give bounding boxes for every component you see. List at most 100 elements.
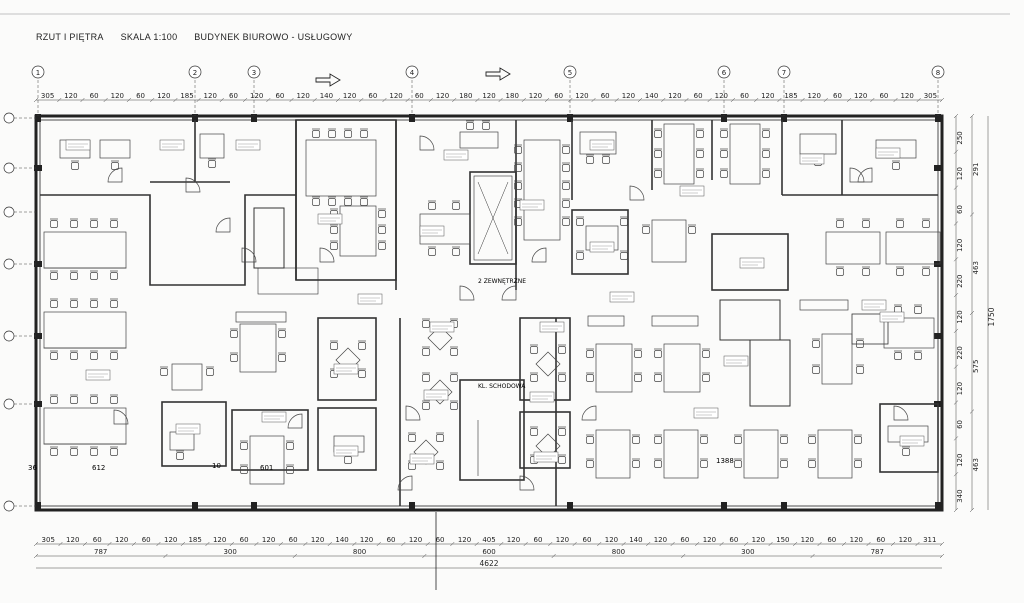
dim-label-612: 612 [92, 464, 105, 472]
label-staircase-outer: 2 ZEWNĘTRZNE [478, 278, 526, 285]
top-dim-value: 120 [761, 92, 774, 100]
column [192, 502, 198, 510]
desk [99, 139, 131, 159]
column [251, 502, 257, 510]
office-chair-icon [836, 266, 844, 276]
office-chair-icon [894, 350, 902, 360]
dim-tick [969, 310, 975, 316]
office-chair-icon [780, 434, 788, 444]
column [721, 502, 727, 510]
bottom-dim-1-value: 305 [42, 536, 55, 544]
office-chair-icon [696, 148, 704, 158]
room-tag [175, 423, 201, 435]
dim-tick [614, 97, 619, 103]
office-chair-icon [856, 338, 864, 348]
row-axis-bubble [3, 162, 36, 174]
dim-tick [890, 541, 896, 547]
grid-axis-label: 8 [936, 69, 940, 77]
bottom-dim-1-value: 60 [240, 536, 249, 544]
top-dim-value: 120 [389, 92, 402, 100]
top-dim-value: 140 [320, 92, 333, 100]
office-chair-icon [344, 196, 352, 206]
desk [249, 435, 285, 485]
bottom-dim-1-value: 60 [142, 536, 151, 544]
dim-tick [777, 97, 782, 103]
desk [43, 231, 127, 269]
top-dim-value: 120 [529, 92, 542, 100]
top-dim-value: 60 [740, 92, 749, 100]
office-chair-icon [450, 400, 458, 410]
dim-tick [292, 553, 298, 559]
dim-tick [126, 97, 132, 103]
dim-tick [180, 541, 186, 547]
office-chair-icon [620, 250, 628, 260]
desk [663, 343, 701, 393]
office-chair-icon [50, 270, 58, 280]
dim-tick [597, 541, 602, 547]
office-chair-icon [702, 372, 710, 382]
row-axis-bubble [3, 206, 36, 218]
dim-tick [33, 97, 39, 103]
column [935, 114, 941, 122]
office-chair-icon [862, 266, 870, 276]
meeting-table [427, 325, 453, 351]
room-tag [85, 369, 111, 381]
office-chair-icon [856, 364, 864, 374]
office-chair-icon [110, 446, 118, 456]
dim-tick [450, 541, 455, 547]
dim-tick [768, 541, 773, 547]
dim-tick [953, 472, 959, 477]
dim-tick [289, 97, 294, 103]
office-chair-icon [808, 458, 816, 468]
bottom-dim-1-value: 60 [876, 536, 885, 544]
right-dim-inner-value: 120 [956, 310, 964, 323]
office-chair-icon [514, 180, 522, 190]
right-dim-outer-value: 291 [972, 163, 980, 176]
desk [239, 323, 277, 373]
bottom-dim-2-value: 787 [94, 548, 107, 556]
dim-tick [743, 541, 749, 547]
dim-tick [670, 541, 675, 547]
office-chair-icon [632, 458, 640, 468]
desk [595, 343, 633, 393]
office-chair-icon [620, 216, 628, 226]
row-axis-bubble [3, 500, 36, 512]
title-floor: RZUT I PIĘTRA [36, 32, 104, 42]
dim-tick [376, 541, 381, 547]
door-swings [107, 135, 909, 491]
office-chair-icon [654, 434, 662, 444]
dim-tick [205, 541, 210, 547]
top-dim-value: 60 [554, 92, 563, 100]
bottom-dim-1-value: 120 [458, 536, 471, 544]
room-tag [235, 139, 261, 151]
dim-tick [591, 97, 596, 103]
room-tag [533, 451, 559, 463]
door-swing [419, 135, 435, 151]
bottom-dim-1-value: 120 [605, 536, 618, 544]
office-chair-icon [720, 168, 728, 178]
door-swing [501, 285, 517, 301]
dim-tick [266, 97, 271, 103]
column [35, 502, 41, 510]
top-dim-value: 305 [924, 92, 937, 100]
right-total-value: 1750 [987, 307, 996, 326]
office-chair-icon [654, 168, 662, 178]
cabinet [235, 311, 287, 323]
bottom-dim-1-value: 120 [311, 536, 324, 544]
door-swing [397, 475, 413, 491]
office-chair-icon [558, 454, 566, 464]
office-chair-icon [408, 432, 416, 442]
meeting-table [535, 351, 561, 377]
office-chair-icon [111, 160, 119, 170]
dim-tick [969, 409, 975, 414]
dim-tick [428, 97, 434, 103]
dim-tick [173, 97, 178, 103]
office-chair-icon [558, 426, 566, 436]
top-dim-value: 120 [64, 92, 77, 100]
desk [43, 311, 127, 349]
office-chair-icon [700, 434, 708, 444]
office-chair-icon [110, 394, 118, 404]
office-chair-icon [452, 246, 460, 256]
dim-tick [953, 185, 959, 190]
office-chair-icon [452, 200, 460, 210]
